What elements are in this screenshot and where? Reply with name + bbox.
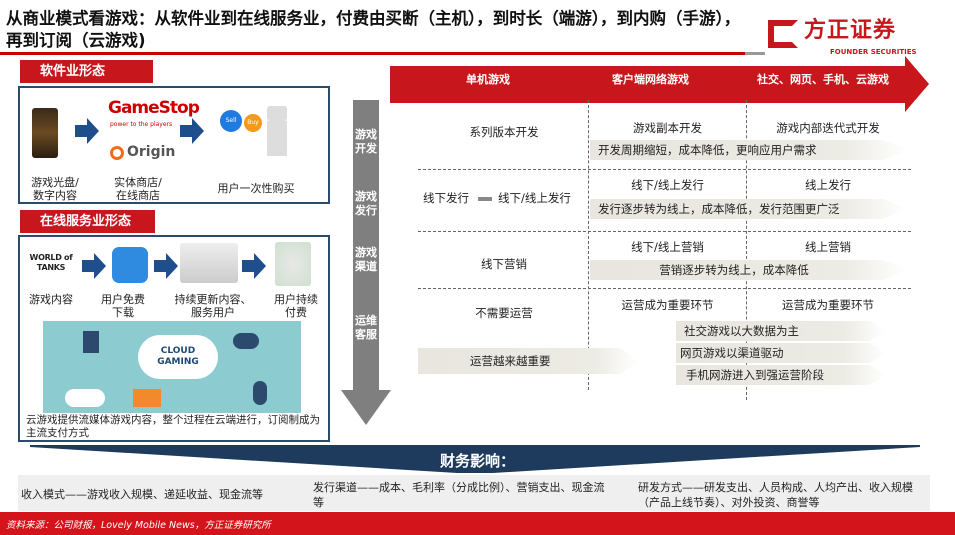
mouse-icon	[253, 381, 267, 405]
column-divider	[746, 100, 747, 400]
title-divider	[0, 52, 745, 55]
step-label: 用户一次性购买	[217, 182, 295, 195]
trend-band: 运营越来越重要	[418, 348, 638, 374]
cell: 运营成为重要环节	[621, 298, 714, 312]
column-divider	[588, 100, 589, 390]
trend-band: 开发周期缩短，成本降低，更响应用户需求	[590, 140, 908, 160]
arrow-right-icon	[75, 118, 99, 144]
trend-band: 手机网游进入到强运营阶段	[676, 365, 886, 385]
row-label-publish: 游戏 发行	[355, 190, 377, 217]
cloud-icon: CLOUD GAMING	[138, 335, 218, 379]
logo-mark-icon	[768, 20, 798, 48]
cloud-gaming-image: CLOUD GAMING	[43, 321, 301, 413]
timeline-down-arrow	[353, 100, 379, 392]
arrowhead-right-icon	[905, 56, 929, 112]
person-figure-image	[267, 106, 287, 156]
footer-bar	[0, 512, 955, 535]
cell: 不需要运营	[475, 306, 533, 320]
arrowhead-down-icon	[341, 390, 391, 425]
game-box-image	[32, 108, 58, 158]
origin-logo: Origin	[127, 144, 176, 160]
page-title: 从商业模式看游戏：从软件业到在线服务业，付费由买断（主机），到时长（端游），到内…	[6, 9, 741, 50]
trend-band: 社交游戏以大数据为主	[676, 321, 886, 341]
step-label: 用户免费 下载	[101, 293, 145, 319]
sell-button-image: Sell	[220, 110, 242, 132]
gamestop-logo: GameStop	[108, 98, 200, 118]
buy-button-image: Buy	[244, 114, 262, 132]
step-label: 游戏内容	[29, 293, 73, 306]
logo-subtext: FOUNDER SECURITIES	[830, 48, 917, 56]
arrow-right-icon	[478, 197, 492, 201]
cell: 运营成为重要环节	[782, 298, 874, 312]
cell: 线下/线上发行	[498, 191, 571, 205]
logo-text: 方正证券	[804, 18, 897, 43]
source-note: 资料来源：公司财报，Lovely Mobile News，方正证券研究所	[6, 520, 271, 531]
arrow-right-icon	[82, 253, 106, 279]
finance-item: 收入模式——游戏收入规模、递延收益、现金流等	[21, 488, 263, 501]
origin-icon	[110, 146, 124, 160]
cloud-caption: 云游戏提供流媒体游戏内容，整个过程在云端进行，订阅制成为主流支付方式	[26, 414, 320, 439]
finance-title: 财务影响：	[439, 452, 515, 470]
world-of-tanks-logo: WORLD of TANKS	[29, 253, 73, 272]
row-divider	[418, 288, 911, 289]
cell: 线上营销	[805, 240, 851, 254]
cell: 线上发行	[805, 178, 851, 192]
step-label: 用户持续 付费	[274, 293, 318, 319]
step-label: 持续更新内容、 服务用户	[174, 293, 252, 319]
arrow-right-icon	[154, 253, 178, 279]
step-label: 游戏光盘/ 数字内容	[31, 176, 79, 202]
finance-panel	[18, 475, 930, 511]
trend-band: 发行逐步转为线上，成本降低，发行范围更广泛	[590, 199, 908, 219]
trend-band: 营销逐步转为线上，成本降低	[590, 260, 908, 280]
row-label-dev: 游戏 开发	[355, 128, 377, 155]
finance-item: 发行渠道——成本、毛利率（分成比例）、营销支出、现金流等	[313, 481, 605, 509]
cell: 系列版本开发	[469, 125, 539, 139]
row-divider	[418, 231, 911, 232]
row-divider	[418, 169, 911, 170]
row-label-ops: 运维 客服	[355, 314, 377, 341]
online-panel: WORLD of TANKS 游戏内容 用户免费 下载 持续更新内容、 服务用户…	[18, 235, 330, 442]
cell: 线下发行	[423, 191, 469, 205]
software-tag: 软件业形态	[20, 60, 153, 83]
money-figure-image	[275, 242, 311, 286]
cell: 游戏副本开发	[633, 121, 702, 135]
era-header-arrow	[390, 66, 905, 103]
title-divider-end	[745, 52, 765, 55]
console-icon	[133, 389, 161, 407]
column-header: 社交、网页、手机、云游戏	[757, 73, 889, 86]
online-tag: 在线服务业形态	[20, 210, 155, 233]
column-header: 客户端网络游戏	[612, 73, 689, 86]
cell: 线下/线上营销	[631, 240, 704, 254]
cell: 线下/线上发行	[631, 178, 704, 192]
app-store-icon	[112, 247, 148, 283]
gamestop-slogan: power to the players	[110, 121, 173, 128]
arrow-right-icon	[242, 253, 266, 279]
cell: 游戏内部迭代式开发	[776, 121, 880, 135]
trend-band: 网页游戏以渠道驱动	[676, 343, 886, 363]
arrow-right-icon	[180, 118, 204, 144]
column-header: 单机游戏	[466, 73, 510, 86]
founder-logo: 方正证券 FOUNDER SECURITIES	[768, 18, 953, 62]
service-users-image	[180, 243, 238, 283]
finance-item: 研发方式——研发支出、人员构成、人均产出、收入规模（产品上线节奏）、对外投资、商…	[638, 481, 913, 509]
cell: 线下营销	[481, 257, 527, 271]
step-label: 实体商店/ 在线商店	[114, 176, 162, 202]
row-label-channel: 游戏 渠道	[355, 246, 377, 273]
controller-icon	[233, 333, 259, 349]
gamepad-icon	[65, 389, 105, 407]
joystick-icon	[83, 331, 99, 353]
software-panel: GameStop power to the players Origin Sel…	[18, 86, 330, 204]
